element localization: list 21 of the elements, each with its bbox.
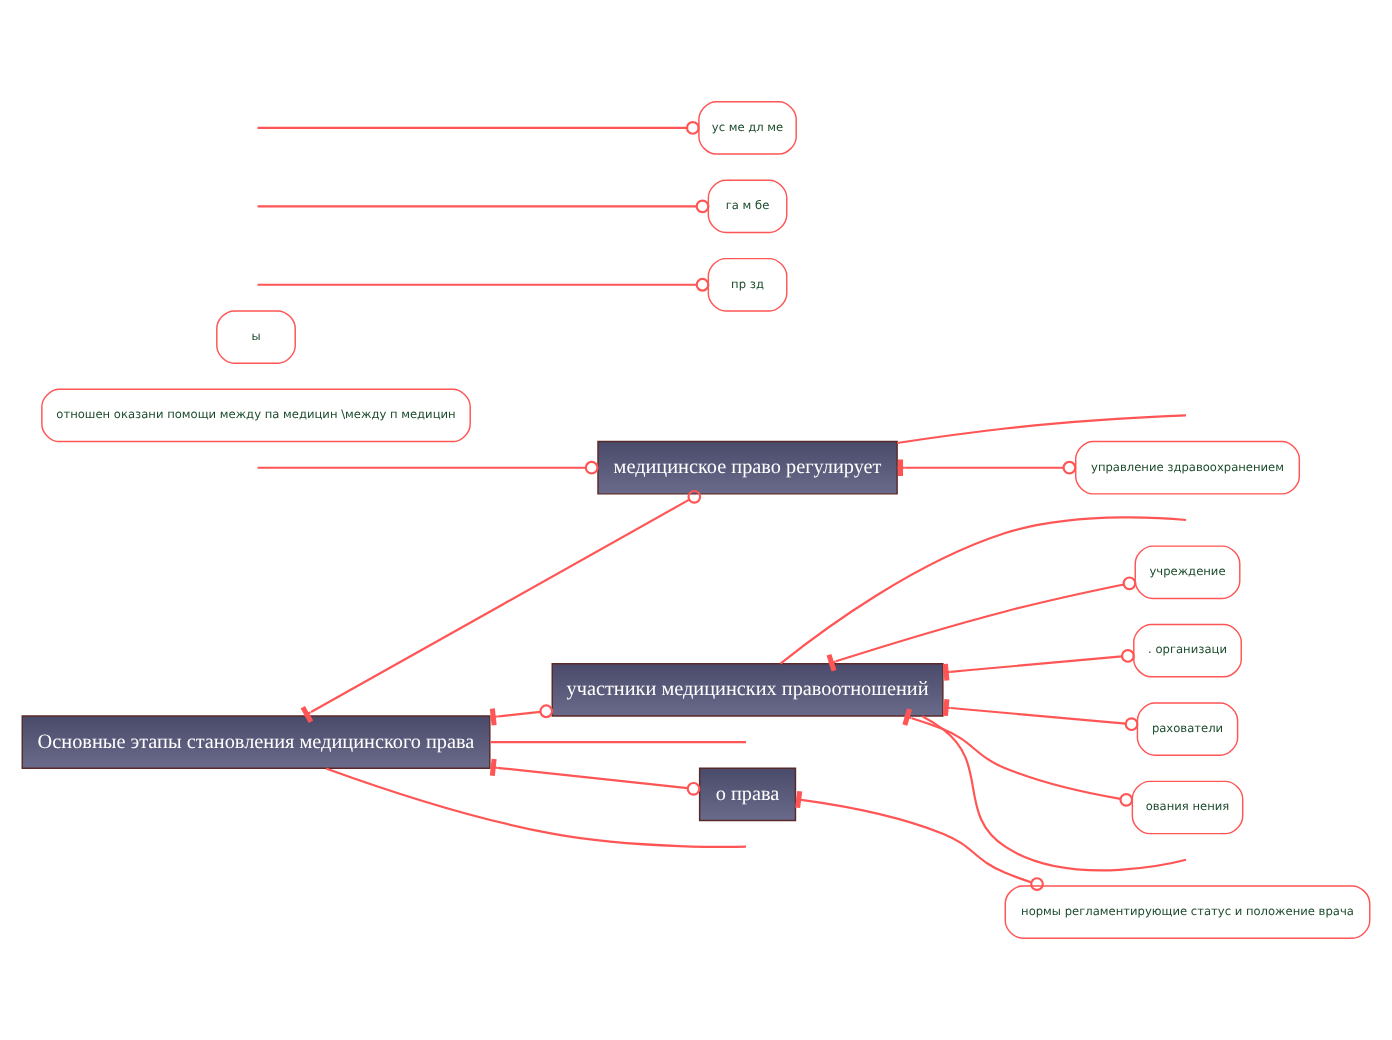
connector [921, 715, 1187, 872]
connector [896, 414, 1187, 445]
connector [325, 767, 747, 848]
node-box: Основные этапы становления медицинского права [21, 715, 491, 770]
connector [489, 704, 554, 726]
connector [826, 576, 1137, 672]
connector [490, 741, 746, 744]
connector [257, 205, 697, 208]
connector [257, 283, 697, 286]
connector [257, 126, 687, 130]
node-box: медицинское право регулирует [597, 440, 898, 495]
node-box: о права [698, 767, 797, 822]
connector [300, 489, 702, 723]
connector [489, 758, 701, 796]
connector [942, 699, 1139, 732]
connector [795, 790, 1044, 891]
connector [902, 708, 1134, 807]
connector [779, 516, 1187, 665]
connector [257, 466, 586, 469]
connector [942, 649, 1135, 681]
node-box: участники медицинских правоотношений [551, 663, 944, 717]
